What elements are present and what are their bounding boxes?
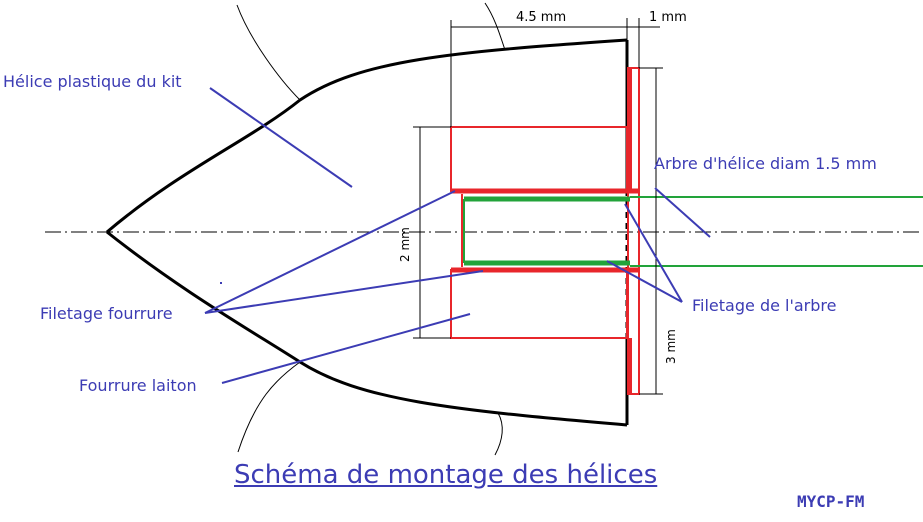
stray-dot <box>220 282 222 284</box>
leader-helice <box>209 87 353 188</box>
label-filetage-fourrure: Filetage fourrure <box>40 304 173 323</box>
bushing-lower <box>450 269 628 339</box>
label-helice-plastique: Hélice plastique du kit <box>3 72 182 91</box>
leader-arbre-thread-2 <box>606 260 683 303</box>
dim-label-1: 1 mm <box>649 10 687 25</box>
blade-curve-top <box>236 4 301 101</box>
leader-arbre <box>654 187 711 238</box>
leader-arbre-thread-1 <box>624 203 683 303</box>
label-filetage-arbre: Filetage de l'arbre <box>692 296 837 315</box>
dim-label-2: 2 mm <box>398 227 412 262</box>
label-arbre-helice: Arbre d'hélice diam 1.5 mm <box>654 154 877 173</box>
label-fourrure-laiton: Fourrure laiton <box>79 376 197 395</box>
leader-fourrure-1 <box>204 190 456 314</box>
leader-laiton <box>221 313 471 384</box>
dim-label-4-5: 4.5 mm <box>516 10 567 25</box>
bushing-flange <box>627 67 640 395</box>
leader-fourrure-2 <box>204 270 484 314</box>
author-signature: MYCP-FM <box>797 492 865 511</box>
bushing-upper <box>450 126 628 192</box>
diagram-title: Schéma de montage des hélices <box>234 460 658 490</box>
propeller-outline-bottom <box>106 230 628 427</box>
dim-label-3: 3 mm <box>664 329 678 364</box>
blade-curve-bottom-right <box>494 412 503 456</box>
propeller-outline-top <box>106 38 628 234</box>
blade-curve-bottom <box>237 361 301 453</box>
